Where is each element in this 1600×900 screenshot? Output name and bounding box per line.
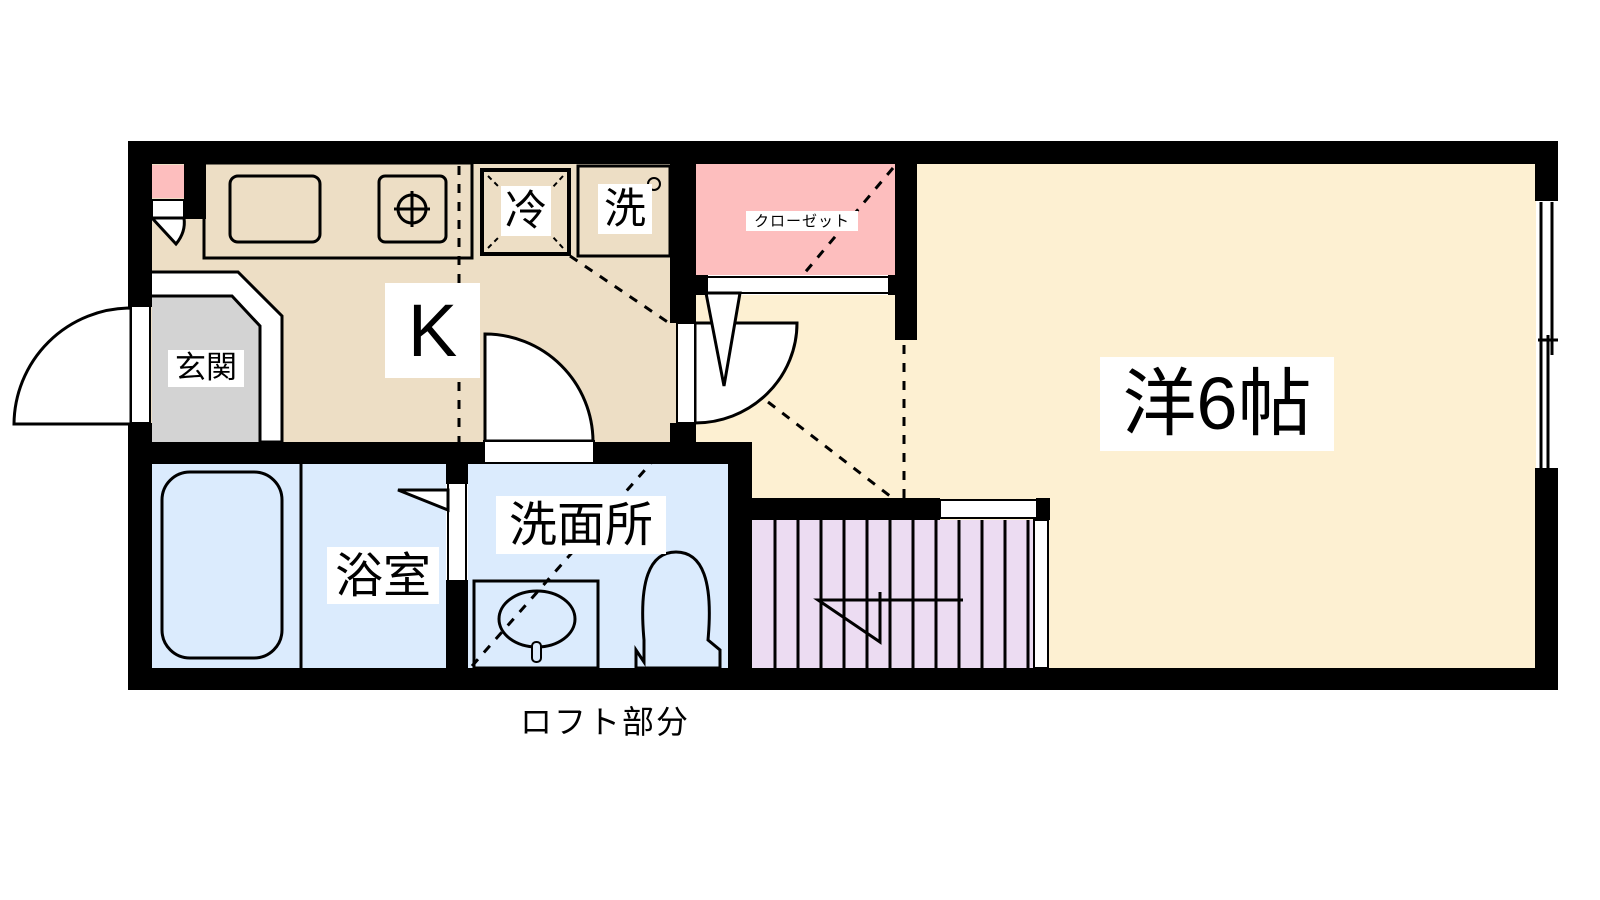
outer-wall-left-top [128,141,152,307]
stairs-top-wall [750,498,940,520]
kitchen-hall-wall-bottom [670,423,696,443]
bath-wash-wall-top [446,462,468,484]
kitchen-hall-wall-top [670,163,696,323]
fridge-label: 冷 [501,186,551,236]
kitchen-label: K [385,283,480,378]
closet-right-wall [895,163,917,340]
outer-wall-bottom [128,668,1558,690]
stairs-top-wall-right [1036,498,1050,520]
pink-box-wall [184,163,206,219]
bathroom-label: 浴室 [327,547,439,604]
washroom-right-wall [728,442,752,682]
outer-wall-right-bottom [1535,468,1558,690]
closet-label: クローゼット [746,211,858,231]
closet-door-stub [696,275,708,295]
washroom-label: 洗面所 [496,496,666,554]
loft-caption: ロフト部分 [520,703,691,741]
western-room-label: 洋6帖 [1100,357,1334,451]
middle-wall-right [594,442,750,464]
pink-box [152,165,184,198]
closet-door-stub-right [888,275,898,295]
middle-wall-left [150,442,484,464]
bath-wash-wall-bottom [446,580,468,670]
washer-label: 洗 [598,184,652,234]
outer-wall-top [128,141,1558,164]
entrance-label: 玄関 [168,350,244,387]
outer-wall-right-top [1535,141,1558,201]
outer-wall-left-bottom [128,423,152,690]
